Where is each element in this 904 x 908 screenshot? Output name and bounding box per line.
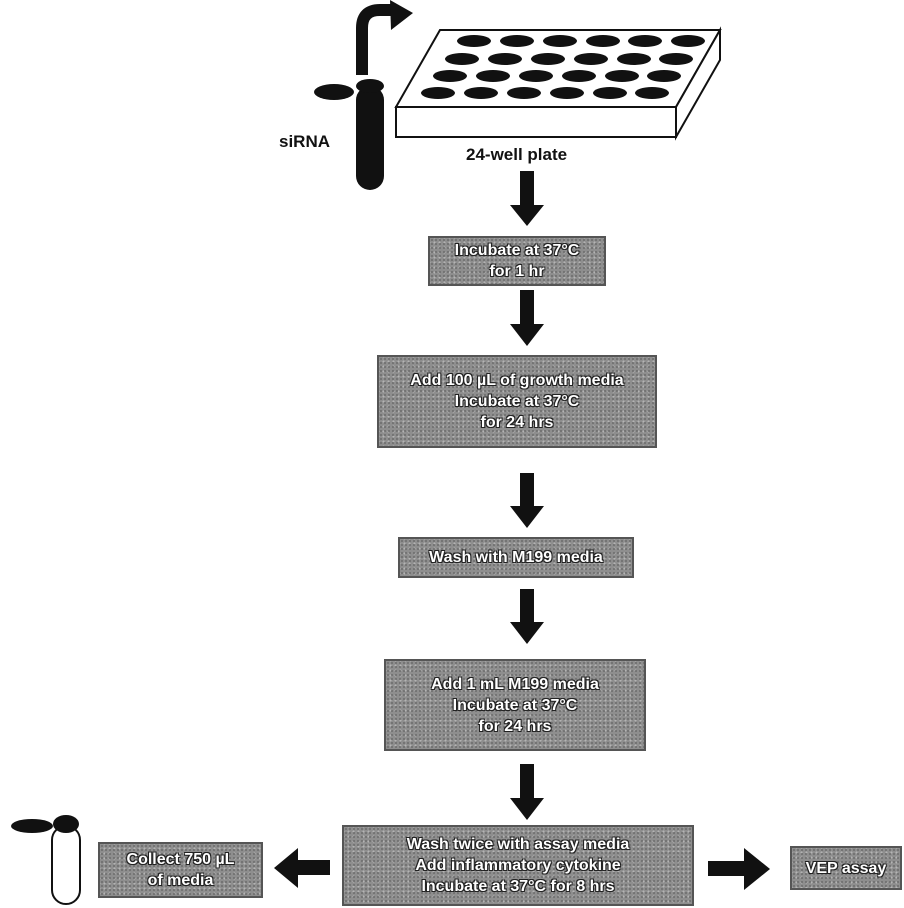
step4-line-3: for 24 hrs [478, 717, 552, 735]
step-box-2: Add 100 µL of growth media Incubate at 3… [377, 355, 657, 448]
step2-line-3: for 24 hrs [480, 414, 554, 431]
sirna-tube-icon [314, 0, 413, 190]
step-box-4: Add 1 mL M199 media Incubate at 37°C for… [384, 659, 646, 751]
step5-line-1: Wash twice with assay media [406, 836, 630, 853]
down-arrows [510, 171, 544, 820]
step5-line-3: Incubate at 37°C for 8 hrs [421, 878, 615, 895]
arrow-right-icon [708, 848, 770, 890]
step-box-3: Wash with M199 media [398, 537, 634, 578]
assay-box: VEP assay [790, 846, 902, 890]
arrow-down-1-icon [510, 171, 544, 226]
step2-line-1: Add 100 µL of growth media [410, 372, 624, 389]
step1-line-1: Incubate at 37°C [454, 242, 580, 259]
collect-box: Collect 750 µL of media [98, 842, 263, 898]
arrow-down-5-icon [510, 764, 544, 820]
step1-line-2: for 1 hr [489, 263, 545, 280]
step3-line-1: Wash with M199 media [429, 549, 603, 566]
step5-line-2: Add inflammatory cytokine [415, 857, 621, 874]
plate-label: 24-well plate [466, 145, 568, 164]
step4-line-2: Incubate at 37°C [452, 696, 578, 714]
side-arrows [274, 848, 770, 890]
step4-line-1: Add 1 mL M199 media [431, 675, 599, 693]
sirna-label: siRNA [279, 132, 331, 151]
arrow-down-3-icon [510, 473, 544, 528]
well-plate-icon [394, 26, 722, 141]
step2-line-2: Incubate at 37°C [454, 393, 580, 410]
step-box-5: Wash twice with assay media Add inflamma… [342, 825, 694, 906]
collect-line-2: of media [147, 872, 214, 889]
assay-line-1: VEP assay [805, 859, 887, 877]
arrow-down-4-icon [510, 589, 544, 644]
arrow-down-2-icon [510, 290, 544, 346]
collect-line-1: Collect 750 µL [126, 851, 235, 868]
step-box-1: Incubate at 37°C for 1 hr [428, 236, 606, 286]
collection-tube-icon [11, 815, 81, 905]
arrow-left-icon [274, 848, 330, 888]
